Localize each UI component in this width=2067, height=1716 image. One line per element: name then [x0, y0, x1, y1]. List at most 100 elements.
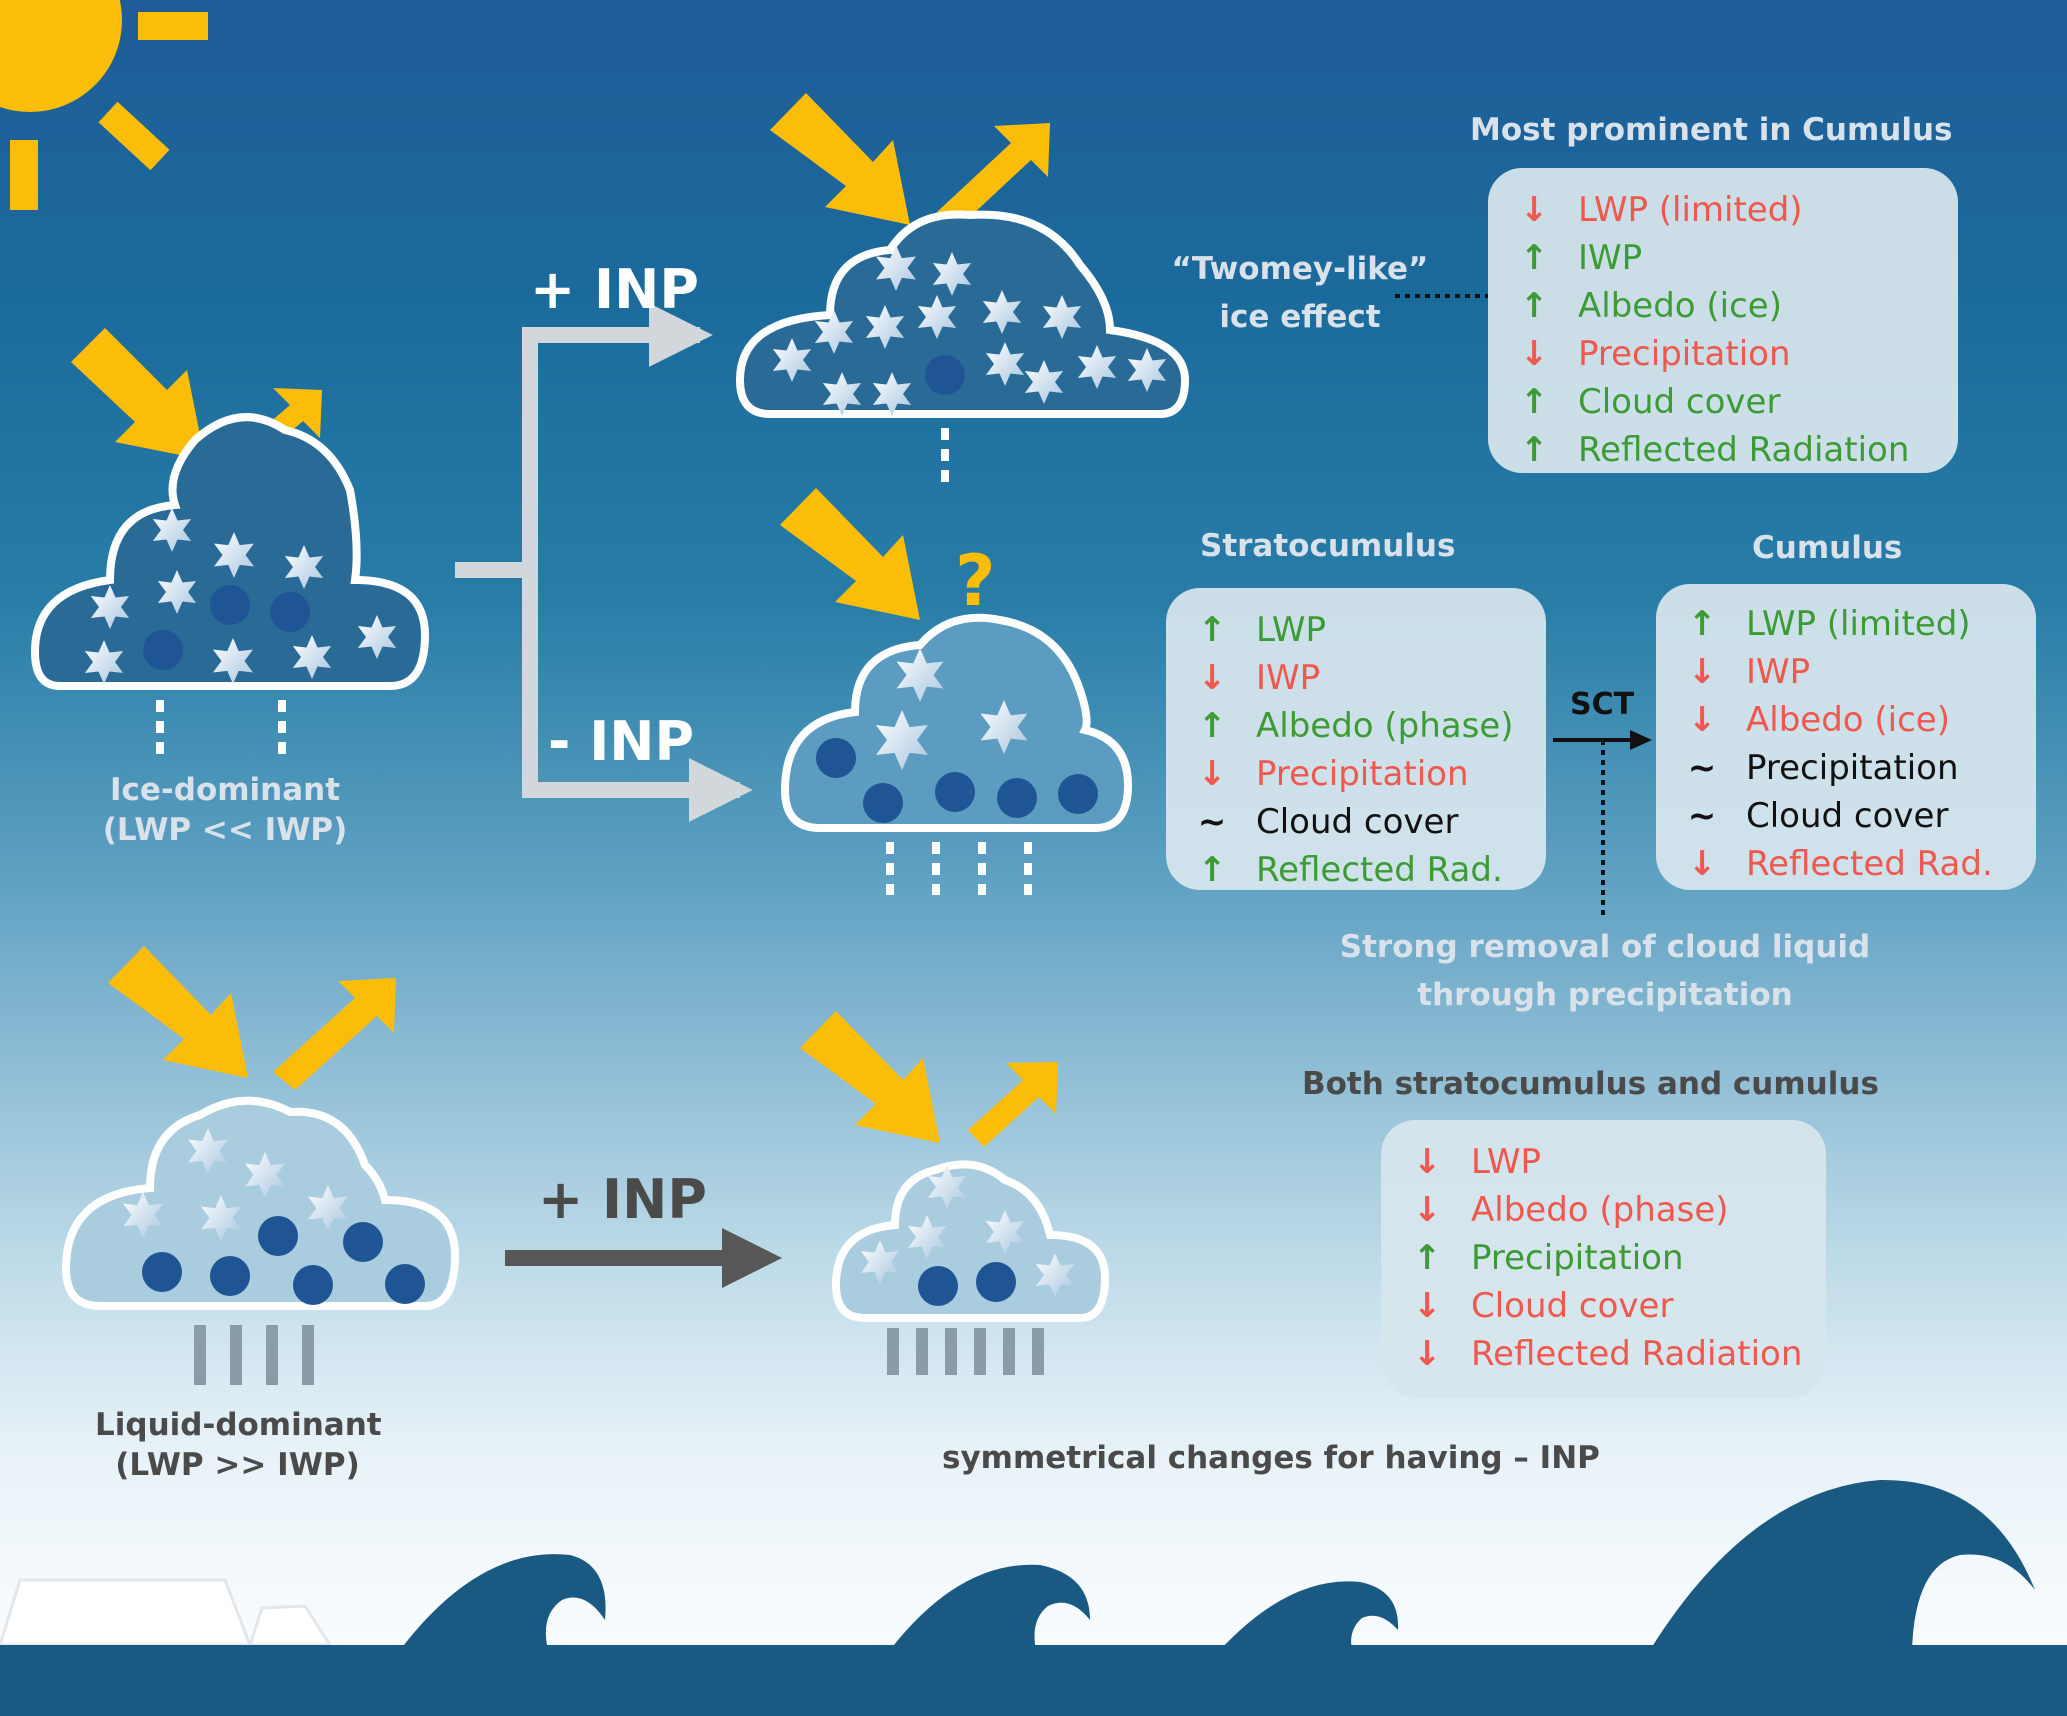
panel-row-label: Cloud cover: [1746, 796, 1949, 836]
panel-both: ↓ LWP ↓Albedo (phase)↑Precipitation ↓ Cloud …: [1381, 1120, 1826, 1397]
ice-dominant-cloud: [30, 413, 430, 690]
panel-row: ↑Albedo (ice): [1512, 284, 1782, 328]
liquid-droplet: [976, 1262, 1016, 1302]
liquid-droplet: [142, 1252, 182, 1292]
liquid-droplet: [918, 1266, 958, 1306]
plus-inp-cloud: [735, 210, 1190, 418]
minus-inp-cloud: [780, 613, 1133, 832]
panel-row: ↓Precipitation: [1190, 752, 1469, 796]
panel-row-label: LWP: [1471, 1142, 1541, 1182]
panel-row: ~Precipitation: [1680, 746, 1959, 790]
liquid-droplet: [925, 355, 965, 395]
sct-label: SCT: [1570, 687, 1635, 722]
incoming-sunlight-arrow: [71, 328, 205, 460]
label-line: (LWP >> IWP): [115, 1447, 360, 1483]
panel-title-both: Both stratocumulus and cumulus: [1302, 1066, 1879, 1102]
no-change-icon: ~: [1687, 748, 1717, 788]
decrease-arrow-icon: ↓: [1687, 700, 1717, 740]
rain-lines: [887, 1328, 1044, 1375]
increase-arrow-icon: ↑: [1687, 604, 1717, 644]
panel-row: ↑IWP: [1512, 236, 1642, 280]
liquid-dominant-label: Liquid-dominant (LWP >> IWP): [95, 1405, 382, 1485]
panel-row-label: Reflected Radiation: [1471, 1334, 1803, 1374]
liquid-droplet: [935, 772, 975, 812]
decrease-arrow-icon: ↓: [1519, 190, 1549, 230]
panel-row: ↓ LWP: [1405, 1140, 1541, 1184]
increase-arrow-icon: ↑: [1197, 610, 1227, 650]
panel-row-label: IWP: [1256, 658, 1321, 698]
liquid-droplet: [210, 585, 250, 625]
label-line: (LWP << IWP): [102, 812, 348, 848]
reflected-sunlight-arrow: [273, 978, 396, 1090]
sct-arrow: [1553, 730, 1652, 915]
panel-row: ↓Albedo (phase): [1405, 1188, 1729, 1232]
incoming-sunlight-arrow: [800, 1011, 940, 1143]
liquid-droplet: [385, 1264, 425, 1304]
panel-title-cumulus-top: Most prominent in Cumulus: [1470, 112, 1953, 148]
panel-row: ↑Precipitation: [1405, 1236, 1684, 1280]
panel-row: ↓ Cloud cover: [1405, 1284, 1674, 1328]
panel-row-label: LWP (limited): [1578, 190, 1803, 230]
sun-ray: [98, 101, 170, 171]
decrease-arrow-icon: ↓: [1412, 1190, 1442, 1230]
twomey-label: “Twomey-like” ice effect: [1170, 245, 1430, 341]
panel-row: ↓Precipitation: [1512, 332, 1791, 376]
panel-row: ↓Reflected Rad.: [1680, 842, 1993, 886]
panel-row: ↓ LWP (limited): [1512, 188, 1803, 232]
panel-row: ↓ Reflected Radiation: [1405, 1332, 1803, 1376]
ice-floe: [0, 1578, 333, 1647]
panel-row-label: Cloud cover: [1471, 1286, 1674, 1326]
rain-lines: [194, 1325, 314, 1385]
decrease-arrow-icon: ↓: [1197, 754, 1227, 794]
decrease-arrow-icon: ↓: [1519, 334, 1549, 374]
decrease-arrow-icon: ↓: [1412, 1334, 1442, 1374]
panel-stratocumulus: ↑LWP↓IWP↑Albedo (phase)↓Precipitation~Cl…: [1166, 588, 1546, 890]
panel-row-label: Cloud cover: [1578, 382, 1781, 422]
liquid-droplet: [343, 1222, 383, 1262]
increase-arrow-icon: ↑: [1519, 430, 1549, 470]
liquid-dominant-cloud: [61, 1096, 460, 1310]
panel-row: ↓IWP: [1680, 650, 1810, 694]
incoming-sunlight-arrow: [780, 488, 920, 620]
panel-cumulus-top: ↓ LWP (limited) ↑IWP↑Albedo (ice)↓Precipit…: [1488, 168, 1958, 473]
panel-row-label: LWP (limited): [1746, 604, 1971, 644]
increase-arrow-icon: ↑: [1197, 850, 1227, 890]
plus-inp-arrow-dark: [505, 1228, 782, 1288]
panel-row: ↑Reflected Rad.: [1190, 848, 1503, 892]
panel-title-stratocumulus: Stratocumulus: [1200, 528, 1456, 564]
precip-dashes: [886, 842, 1032, 895]
question-mark: ?: [955, 540, 996, 622]
liquid-droplet: [293, 1265, 333, 1305]
label-line: through precipitation: [1417, 977, 1793, 1013]
symmetric-note: symmetrical changes for having – INP: [942, 1440, 1600, 1476]
liquid-droplet: [816, 738, 856, 778]
plus-inp-top-label: + INP: [530, 258, 699, 321]
decrease-arrow-icon: ↓: [1412, 1286, 1442, 1326]
reflected-sunlight-arrow: [937, 123, 1050, 229]
small-cloud: [831, 1160, 1110, 1322]
removal-note: Strong removal of cloud liquid through p…: [1290, 923, 1920, 1019]
panel-row-label: Reflected Radiation: [1578, 430, 1910, 470]
no-change-icon: ~: [1687, 796, 1717, 836]
label-line: Ice-dominant: [109, 772, 341, 808]
incoming-sunlight-arrow: [108, 946, 248, 1078]
decrease-arrow-icon: ↓: [1687, 652, 1717, 692]
sun: [0, 0, 208, 210]
panel-row-label: Albedo (phase): [1256, 706, 1514, 746]
panel-cumulus: ↑LWP (limited)↓IWP↓Albedo (ice)~Precipit…: [1656, 584, 2036, 890]
panel-row: ↑ LWP: [1190, 608, 1326, 652]
decrease-arrow-icon: ↓: [1412, 1142, 1442, 1182]
liquid-droplet: [143, 630, 183, 670]
decrease-arrow-icon: ↓: [1197, 658, 1227, 698]
panel-row-label: Precipitation: [1471, 1238, 1684, 1278]
increase-arrow-icon: ↑: [1197, 706, 1227, 746]
panel-row: ~ Cloud cover: [1680, 794, 1949, 838]
panel-row-label: LWP: [1256, 610, 1326, 650]
panel-row-label: Reflected Rad.: [1746, 844, 1993, 884]
panel-row: ↑ LWP (limited): [1680, 602, 1971, 646]
sun-ray: [138, 12, 208, 40]
label-line: Strong removal of cloud liquid: [1339, 929, 1871, 965]
increase-arrow-icon: ↑: [1519, 382, 1549, 422]
ocean-waves: [0, 1479, 2067, 1716]
